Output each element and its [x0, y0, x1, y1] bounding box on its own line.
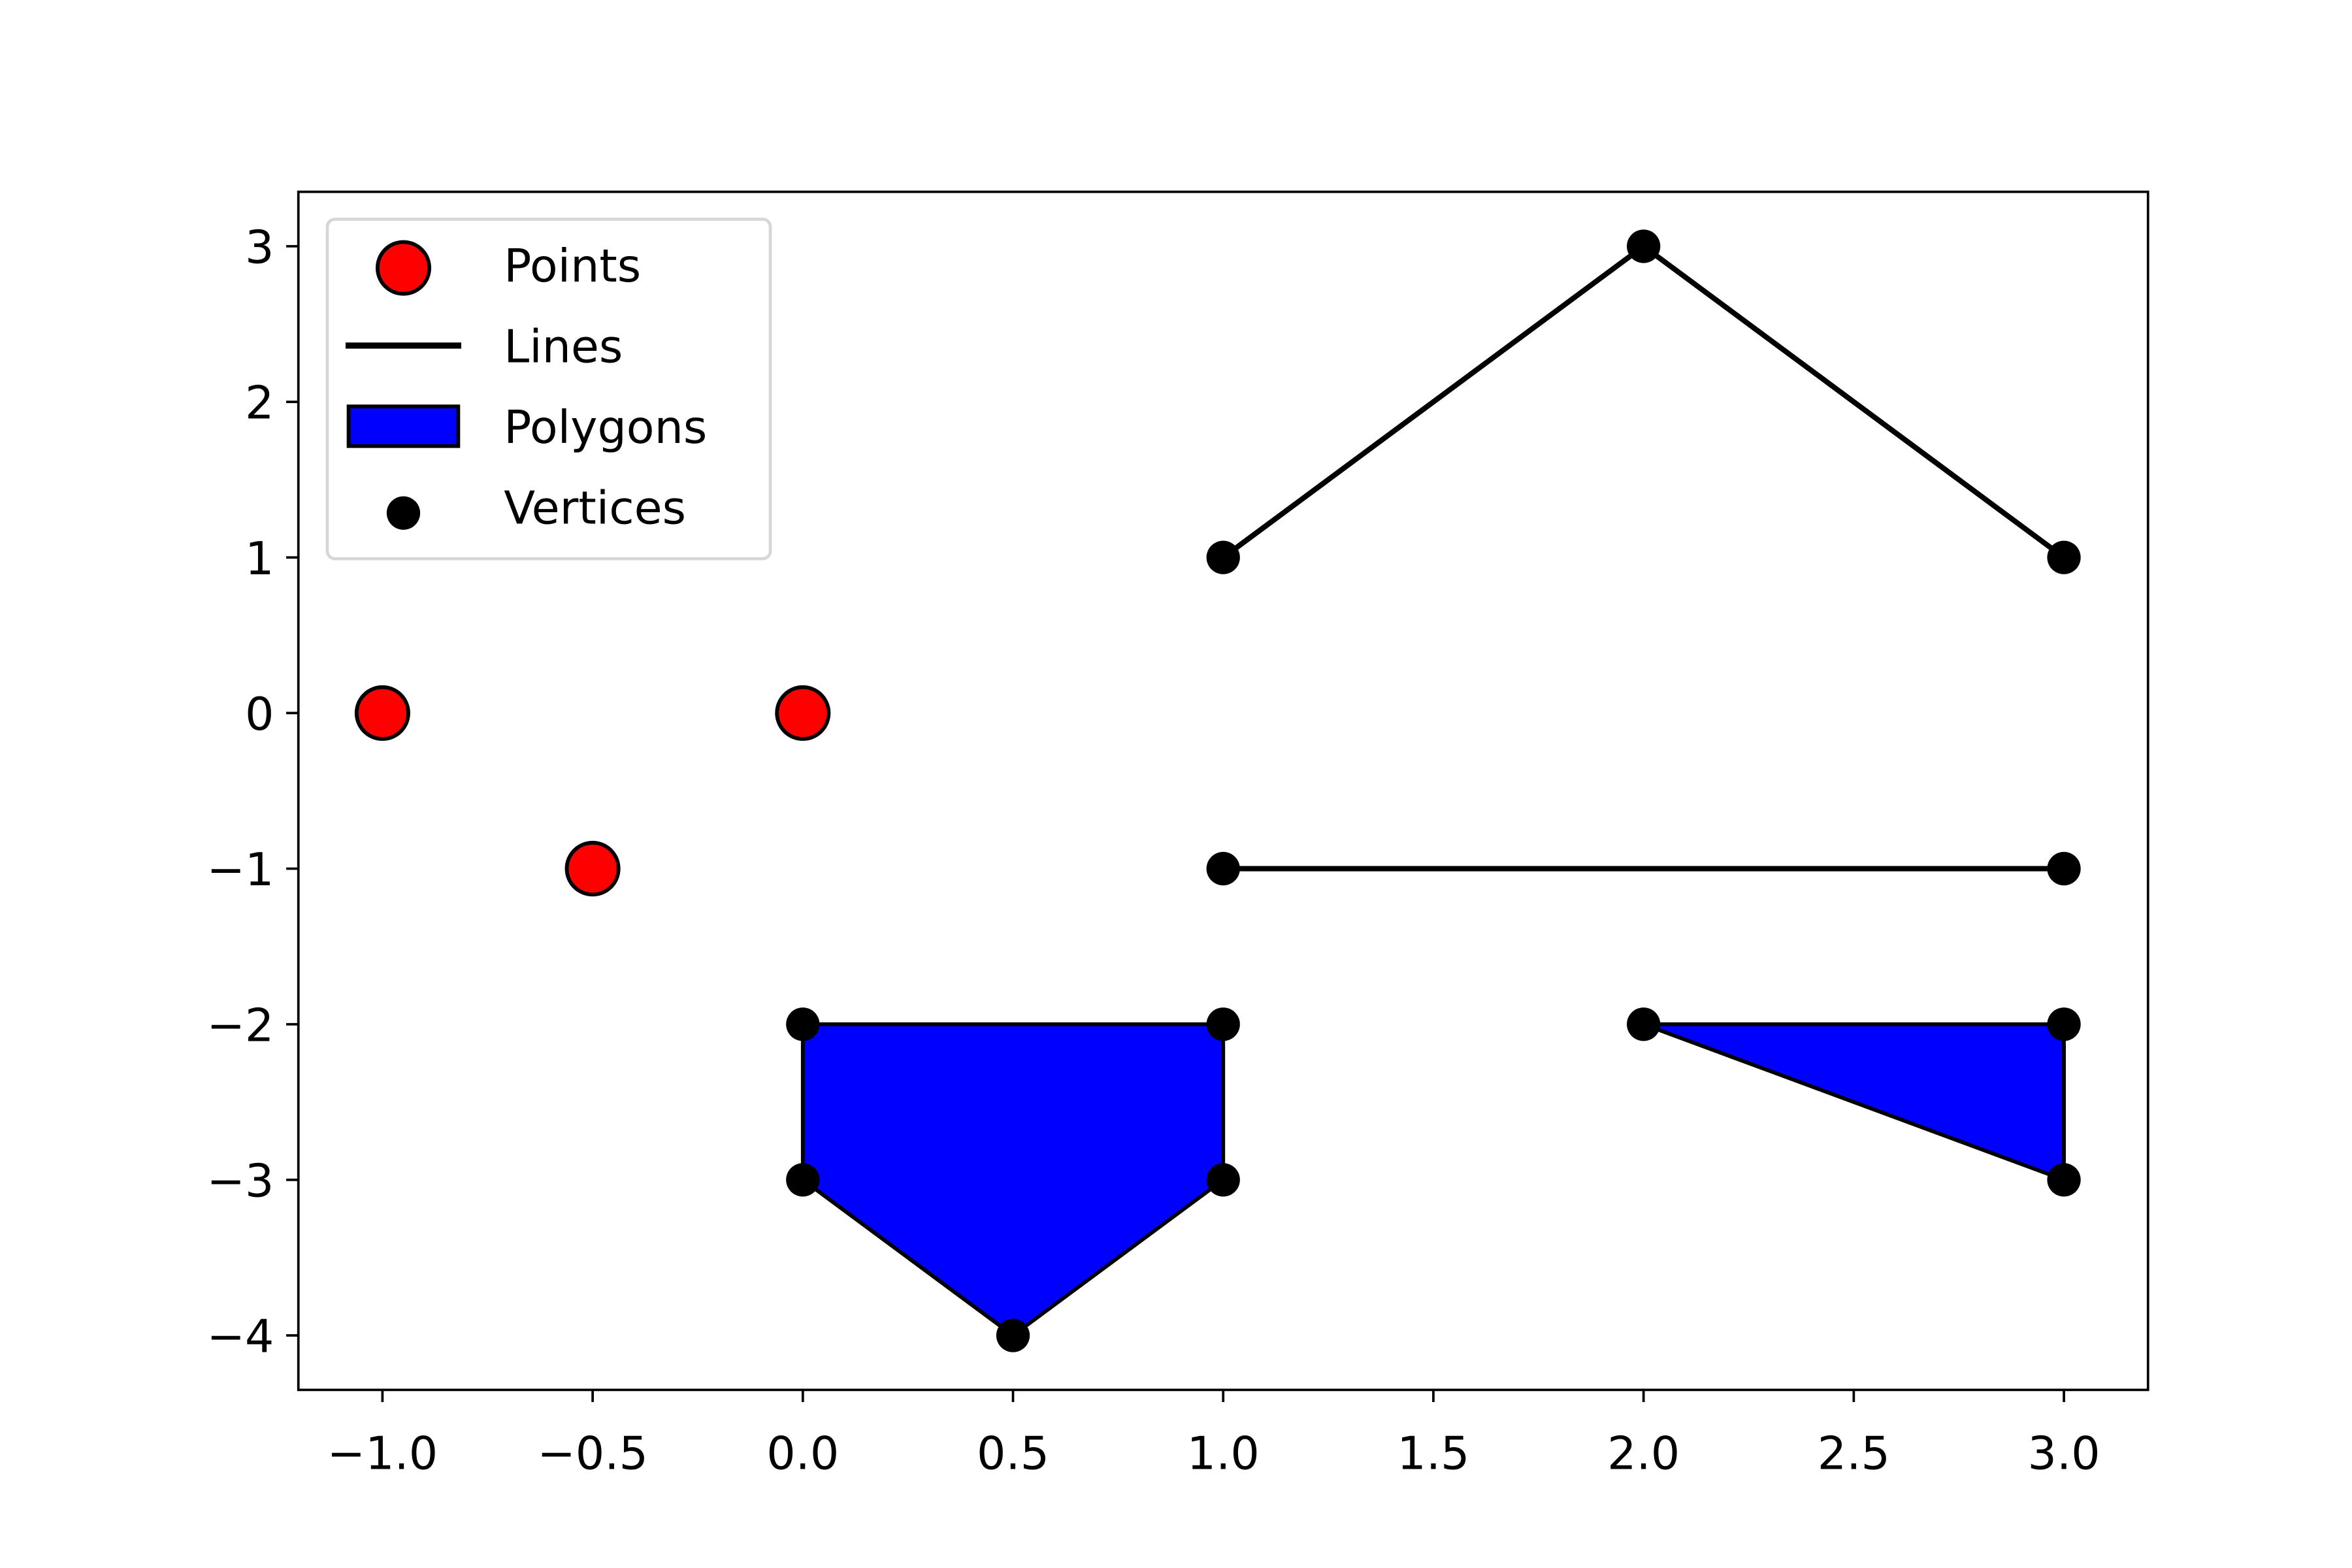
polygon-1: [1642, 1022, 2066, 1183]
x-tick-label: 1.0: [1187, 1428, 1260, 1480]
vertex-point: [1206, 851, 1240, 886]
vertex-point: [1206, 1163, 1240, 1197]
vertex-point: [786, 1007, 820, 1041]
legend: Points Lines Polygons Vertices: [325, 218, 772, 561]
x-tick-label: 1.5: [1397, 1428, 1469, 1480]
legend-vertices-marker: [386, 496, 421, 530]
legend-label-lines: Lines: [504, 321, 623, 374]
x-tick-label: 2.0: [1607, 1428, 1680, 1480]
data-point: [564, 841, 621, 897]
x-tick-label: 0.0: [766, 1428, 839, 1480]
y-tick-label: 1: [245, 532, 274, 585]
x-tick-label: 0.5: [977, 1428, 1049, 1480]
vertex-point: [2047, 540, 2081, 574]
data-point: [775, 685, 831, 741]
y-tick-label: −2: [206, 999, 274, 1052]
legend-box: [325, 218, 772, 561]
x-tick-label: −1.0: [327, 1428, 438, 1480]
polygon-0: [800, 1022, 1226, 1338]
vertex-point: [2047, 1007, 2081, 1041]
y-tick-label: −1: [206, 843, 274, 896]
vertex-point: [1627, 229, 1661, 263]
vertex-point: [1206, 540, 1240, 574]
plot-area: [354, 229, 2081, 1352]
vertex-point: [1206, 1007, 1240, 1041]
y-tick-label: 2: [245, 377, 274, 430]
y-tick-label: −4: [206, 1311, 274, 1364]
x-tick-label: 3.0: [2028, 1428, 2100, 1480]
vertex-point: [2047, 1163, 2081, 1197]
data-point: [354, 685, 410, 741]
legend-label-vertices: Vertices: [504, 482, 686, 535]
y-tick-label: −3: [206, 1155, 274, 1208]
y-tick-label: 0: [245, 688, 274, 741]
legend-polygons-marker: [346, 404, 461, 448]
legend-points-marker: [375, 240, 431, 296]
vertex-point: [1627, 1007, 1661, 1041]
vertex-point: [2047, 851, 2081, 886]
x-tick-label: 2.5: [1818, 1428, 1890, 1480]
x-tick-label: −0.5: [537, 1428, 648, 1480]
legend-label-polygons: Polygons: [504, 401, 707, 454]
y-tick-label: 3: [245, 221, 274, 274]
axis-ticks: −1.0 −0.5 0.0 0.5 1.0 1.5 2.0 2.5 3.0 3 2 1 0 −1 −2 −3 −…: [206, 221, 2100, 1480]
vertex-point: [996, 1318, 1030, 1352]
legend-label-points: Points: [504, 240, 641, 293]
vertex-point: [786, 1163, 820, 1197]
